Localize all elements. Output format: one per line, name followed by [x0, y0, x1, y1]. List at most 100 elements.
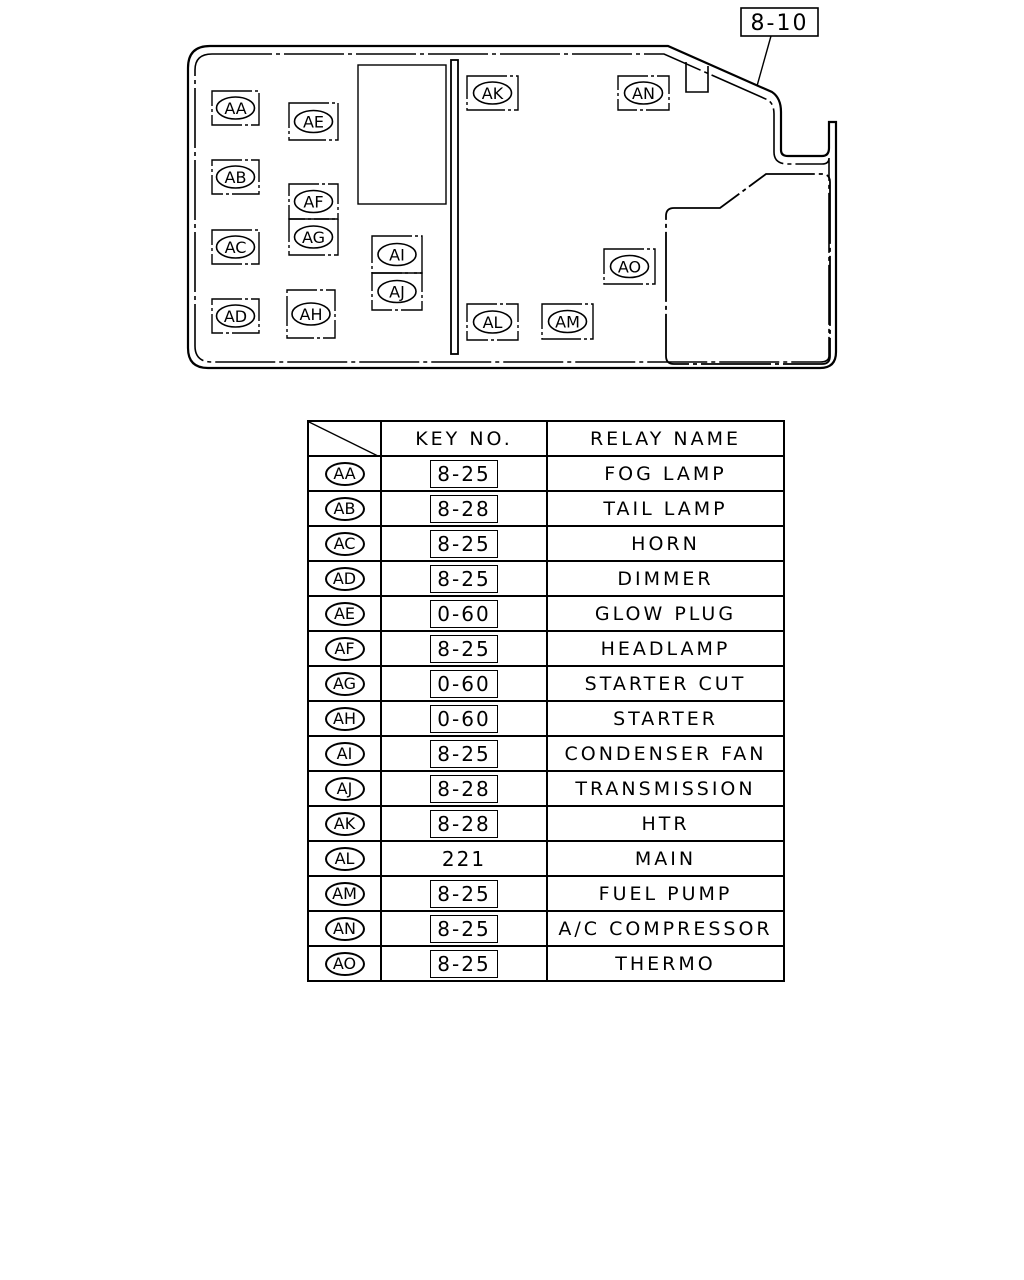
relay-name-cell: GLOW PLUG: [546, 595, 785, 632]
leader-line: [756, 35, 772, 87]
relay-id-tag: AL: [324, 846, 365, 871]
key-no: 8-28: [430, 494, 498, 523]
relay-id-cell: AL: [307, 840, 382, 877]
relay-name-cell: STARTER CUT: [546, 665, 785, 702]
key-no: 8-25: [430, 459, 498, 488]
relay-id-tag: AO: [324, 951, 365, 976]
relay-tag-oval: [609, 254, 650, 279]
table-header-row: KEY NO. RELAY NAME: [307, 420, 785, 457]
relay-tag-oval: [377, 279, 417, 304]
key-no: 221: [441, 846, 487, 871]
relay-socket: [617, 75, 670, 111]
relay-id-tag: AA: [324, 461, 365, 486]
housing-notch: [685, 62, 709, 93]
relay-tag-oval: [293, 225, 334, 249]
relay-tag-oval: [215, 96, 256, 120]
relay-socket: [211, 298, 260, 334]
key-no: 8-25: [430, 564, 498, 593]
relay-tag-oval: [293, 189, 334, 214]
key-no: 8-25: [430, 914, 498, 943]
key-no-cell: 0-60: [380, 665, 548, 702]
relay-id-cell: AI: [307, 735, 382, 772]
key-no-cell: 8-25: [380, 560, 548, 597]
relay-tag-label: AK: [482, 84, 504, 103]
key-no: 8-25: [430, 634, 498, 663]
relay-tag-oval: [215, 235, 256, 259]
relay-id-cell: AB: [307, 490, 382, 527]
relay-tag-label: AE: [303, 113, 324, 132]
relay-location-ah: AH: [286, 289, 336, 339]
relay-name-cell: CONDENSER FAN: [546, 735, 785, 772]
key-no-cell: 8-25: [380, 630, 548, 667]
relay-tag-oval: [472, 310, 513, 334]
key-no: 8-25: [430, 739, 498, 768]
relay-tag-label: AG: [302, 228, 325, 247]
key-no-cell: 8-25: [380, 455, 548, 492]
key-no-cell: 8-28: [380, 490, 548, 527]
relay-location-al: AL: [466, 303, 519, 341]
relay-id-tag: AC: [324, 531, 365, 556]
relay-location-ak: AK: [466, 75, 519, 111]
relay-name-cell: DIMMER: [546, 560, 785, 597]
relay-location-aj: AJ: [371, 272, 423, 311]
key-no: 0-60: [430, 669, 498, 698]
housing-inner-outline: [194, 53, 830, 363]
relay-name-cell: THERMO: [546, 945, 785, 982]
relay-id-cell: AO: [307, 945, 382, 982]
relay-socket: [211, 90, 260, 126]
table-row: AB 8-28 TAIL LAMP: [307, 490, 785, 527]
relay-location-ad: AD: [211, 298, 260, 334]
relay-id-tag: AF: [324, 636, 365, 661]
relay-location-ac: AC: [211, 229, 260, 265]
key-no-cell: 8-28: [380, 805, 548, 842]
relay-socket: [288, 102, 339, 141]
key-no: 0-60: [430, 704, 498, 733]
relay-tag-label: AA: [224, 99, 246, 118]
relay-socket: [211, 159, 260, 195]
relay-location-aa: AA: [211, 90, 260, 126]
relay-tag-label: AI: [389, 246, 405, 265]
relay-id-cell: AF: [307, 630, 382, 667]
relay-id-tag: AM: [324, 881, 365, 906]
relay-location-ag: AG: [288, 218, 339, 256]
relay-location-ai: AI: [371, 235, 423, 274]
relay-name-cell: HEADLAMP: [546, 630, 785, 667]
relay-socket: [466, 75, 519, 111]
relay-location-af: AF: [288, 183, 339, 220]
relay-name-cell: TAIL LAMP: [546, 490, 785, 527]
key-no-cell: 8-25: [380, 875, 548, 912]
corner-cell: [307, 420, 382, 457]
key-no-cell: 8-25: [380, 945, 548, 982]
ref-label: 8-10: [751, 11, 809, 36]
key-no-cell: 8-25: [380, 735, 548, 772]
key-no-cell: 0-60: [380, 595, 548, 632]
relay-tag-oval: [215, 165, 256, 189]
relay-name-cell: MAIN: [546, 840, 785, 877]
relay-name-cell: FOG LAMP: [546, 455, 785, 492]
key-no-cell: 8-25: [380, 910, 548, 947]
relay-id-cell: AJ: [307, 770, 382, 807]
key-no-cell: 221: [380, 840, 548, 877]
relay-id-tag: AN: [324, 916, 365, 941]
corner-diagonal: [309, 422, 380, 457]
relay-tag-label: AB: [225, 168, 247, 187]
key-no-cell: 8-25: [380, 525, 548, 562]
relay-location-ao: AO: [603, 248, 656, 285]
relay-id-tag: AI: [324, 741, 365, 766]
key-no-header: KEY NO.: [380, 420, 548, 457]
relay-tag-label: AF: [303, 193, 323, 212]
relay-tag-oval: [291, 302, 331, 326]
relay-socket: [286, 289, 336, 339]
relay-tag-oval: [547, 309, 588, 334]
key-no-cell: 0-60: [380, 700, 548, 737]
ref-label-box: [740, 7, 819, 37]
key-no: 8-25: [430, 529, 498, 558]
table-row: AL 221 MAIN: [307, 840, 785, 877]
